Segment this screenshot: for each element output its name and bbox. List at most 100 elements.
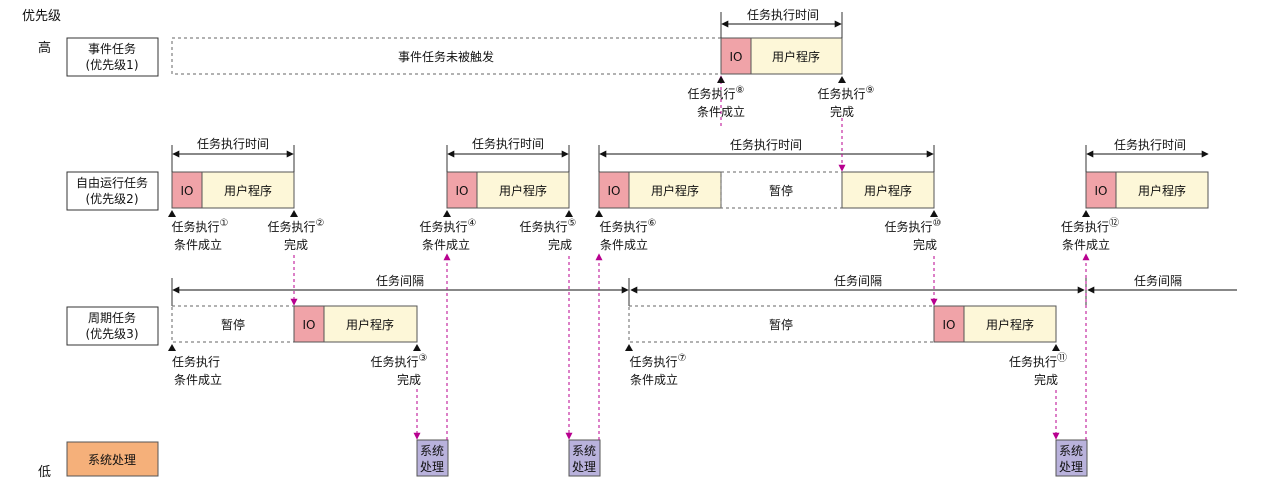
event-label: 条件成立 xyxy=(174,237,222,252)
event-triangle xyxy=(443,210,451,217)
user-program-label: 用户程序 xyxy=(651,183,699,198)
priority-low-label: 低 xyxy=(38,465,51,480)
sys-block-line2: 处理 xyxy=(1059,460,1083,474)
sys-block-line2: 处理 xyxy=(572,460,596,474)
event-label: 任务执行⑧ xyxy=(688,85,745,101)
user-program-block xyxy=(1115,171,1209,209)
row-label-system-name: 系统处理 xyxy=(88,453,136,467)
row-label-free-run: 自由运行任务 (优先级2) xyxy=(66,171,159,211)
event-label: 完成 xyxy=(397,372,421,387)
event-label: 完成 xyxy=(830,104,854,119)
event-label: 任务执行⑪ xyxy=(1009,352,1067,369)
io-label: IO xyxy=(181,184,194,198)
interval-label: 任务间隔 xyxy=(376,273,424,288)
event-triangle xyxy=(168,344,176,351)
event-triangle xyxy=(717,76,725,83)
event-label: 完成 xyxy=(913,237,937,252)
row-label-system: 系统处理 xyxy=(66,441,159,477)
event-triangle xyxy=(168,210,176,217)
io-label: IO xyxy=(943,318,956,332)
event-triangle xyxy=(413,344,421,351)
exec-time-label: 任务执行时间 xyxy=(730,137,802,152)
io-label: IO xyxy=(456,184,469,198)
priority-axis-label: 优先级 xyxy=(22,9,61,24)
event-label: 条件成立 xyxy=(600,237,648,252)
row-label-event-name: 事件任务 xyxy=(88,41,136,56)
event-label: 完成 xyxy=(1034,372,1058,387)
event-triangle xyxy=(1082,210,1090,217)
event-label: 任务执行⑦ xyxy=(630,353,687,369)
event-label: 条件成立 xyxy=(1062,237,1110,252)
event-triangle xyxy=(1052,344,1060,351)
pause-label: 暂停 xyxy=(769,317,793,332)
pause-label: 暂停 xyxy=(221,317,245,332)
event-label: 任务执行⑩ xyxy=(885,218,942,234)
io-label: IO xyxy=(1095,184,1108,198)
user-program-label: 用户程序 xyxy=(864,183,912,198)
event-triangle xyxy=(930,210,938,217)
io-block xyxy=(446,171,478,209)
sys-block-line1: 系统 xyxy=(420,444,444,458)
event-label: 任务执行② xyxy=(268,218,325,234)
event-label: 任务执行⑫ xyxy=(1061,217,1119,234)
event-label: 条件成立 xyxy=(422,237,470,252)
io-block xyxy=(933,305,965,343)
interval-label: 任务间隔 xyxy=(834,273,882,288)
event-triangle xyxy=(290,210,298,217)
user-program-label: 用户程序 xyxy=(986,317,1034,332)
event-triangle xyxy=(565,210,573,217)
user-program-label: 用户程序 xyxy=(1138,183,1186,198)
user-program-block xyxy=(841,171,935,209)
user-program-label: 用户程序 xyxy=(772,49,820,64)
exec-time-label: 任务执行时间 xyxy=(472,136,544,151)
io-label: IO xyxy=(730,50,743,64)
sys-block-line2: 处理 xyxy=(420,460,444,474)
row-label-cyclic-name: 周期任务 xyxy=(88,310,136,325)
user-program-label: 用户程序 xyxy=(224,183,272,198)
event-label: 任务执行 xyxy=(172,354,220,369)
pause-label: 暂停 xyxy=(769,183,793,198)
event-label: 任务执行③ xyxy=(371,353,428,369)
event-label: 条件成立 xyxy=(630,372,678,387)
user-program-block xyxy=(628,171,722,209)
io-label: IO xyxy=(303,318,316,332)
row-label-event: 事件任务 (优先级1) xyxy=(66,37,159,77)
interval-label: 任务间隔 xyxy=(1134,273,1182,288)
user-program-block xyxy=(201,171,295,209)
event-label: 条件成立 xyxy=(174,372,222,387)
event-label: 完成 xyxy=(284,237,308,252)
row-label-event-priority: (优先级1) xyxy=(86,58,139,72)
event-label: 任务执行④ xyxy=(420,218,477,234)
event-not-triggered-label: 事件任务未被触发 xyxy=(398,49,494,64)
event-label: 完成 xyxy=(548,237,572,252)
event-label: 任务执行⑨ xyxy=(818,85,875,101)
event-triangle xyxy=(595,210,603,217)
io-label: IO xyxy=(608,184,621,198)
user-program-block xyxy=(963,305,1057,343)
event-triangle xyxy=(838,76,846,83)
exec-time-label: 任务执行时间 xyxy=(747,7,819,22)
event-triangle xyxy=(625,344,633,351)
user-program-label: 用户程序 xyxy=(346,317,394,332)
row-label-cyclic-priority: (优先级3) xyxy=(86,327,139,341)
row-label-cyclic: 周期任务 (优先级3) xyxy=(66,306,159,346)
io-block xyxy=(598,171,630,209)
exec-time-label: 任务执行时间 xyxy=(1114,137,1186,152)
event-label: 任务执行⑤ xyxy=(520,218,577,234)
priority-high-label: 高 xyxy=(38,40,51,56)
event-label: 任务执行⑥ xyxy=(600,218,657,234)
row-label-free-run-name: 自由运行任务 xyxy=(76,175,148,190)
row-label-free-run-priority: (优先级2) xyxy=(86,192,139,206)
event-label: 条件成立 xyxy=(697,104,745,119)
event-label: 任务执行① xyxy=(172,218,229,234)
system-processing-block: 系统 处理 xyxy=(568,439,601,477)
exec-time-label: 任务执行时间 xyxy=(197,136,269,151)
sys-block-line1: 系统 xyxy=(572,444,596,458)
user-program-block xyxy=(476,171,570,209)
system-processing-block: 系统 处理 xyxy=(416,439,449,477)
io-block xyxy=(1085,171,1117,209)
user-program-block xyxy=(750,37,843,75)
user-program-label: 用户程序 xyxy=(499,183,547,198)
pause-box xyxy=(628,305,935,343)
